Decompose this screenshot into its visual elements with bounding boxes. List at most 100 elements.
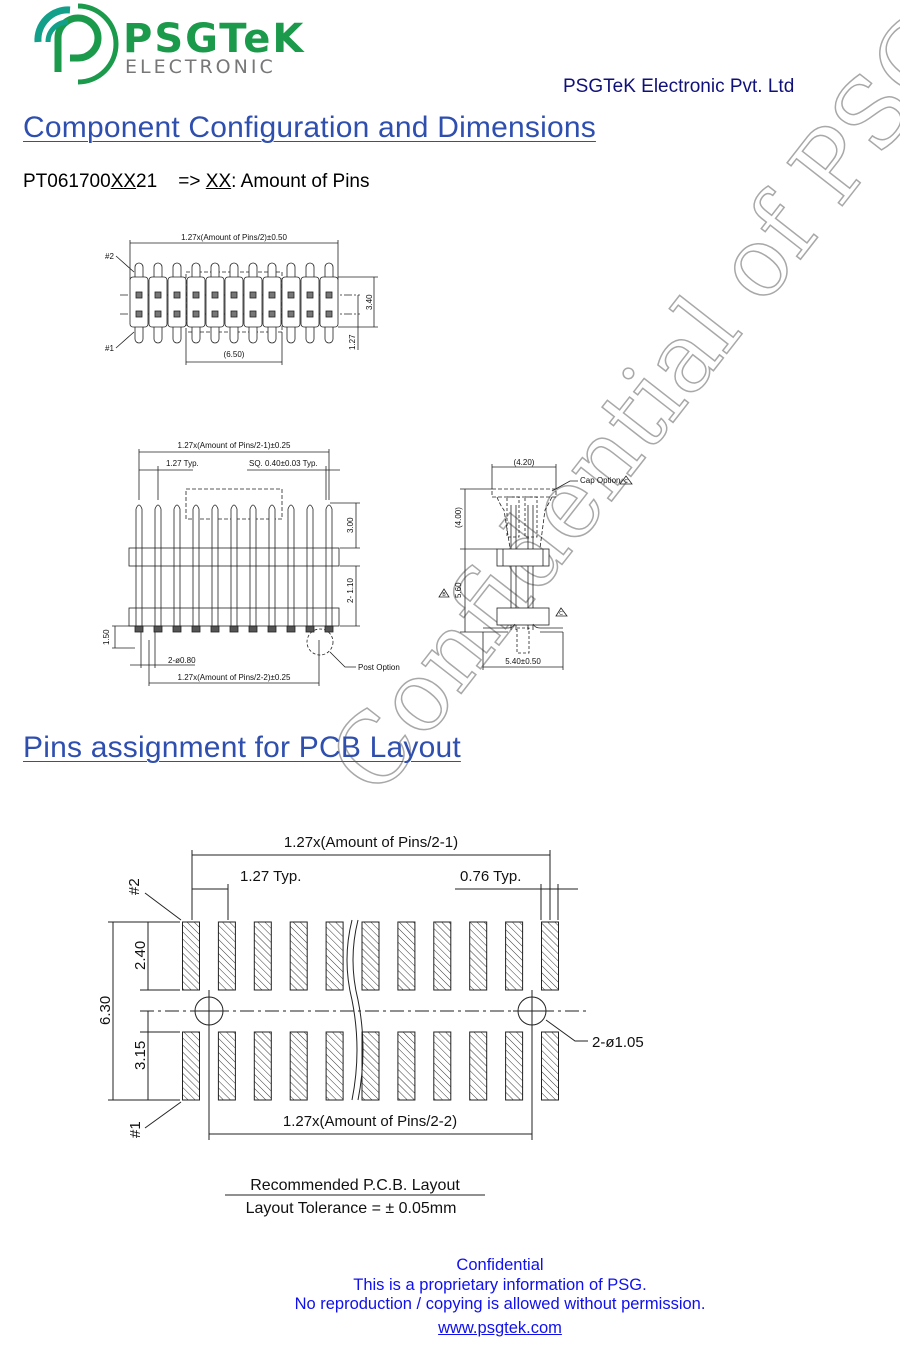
part-prefix: PT061700 (23, 171, 111, 192)
top-pin-square (287, 310, 295, 318)
top-body-segment (243, 276, 263, 328)
front-view-drawing: 1.27x(Amount of Pins/2-1)±0.251.27 Typ.S… (102, 441, 400, 686)
front-post-dia-dim: 2-ø0.80 (168, 656, 196, 665)
pcb-row-offset-dim: 3.15 (132, 1041, 149, 1070)
front-post-span-dim: 1.27x(Amount of Pins/2-2)±0.25 (178, 673, 291, 682)
front-pin-foot (134, 625, 144, 633)
front-pin-foot (210, 625, 220, 633)
cap-option-label: Cap Option (580, 476, 620, 485)
top-body-segment (148, 276, 168, 328)
top-pin-square (211, 310, 219, 318)
pcb-pad-top (182, 921, 200, 991)
pcb-pad-bottom (469, 1031, 488, 1101)
front-pin-foot (248, 625, 258, 633)
front-pin-foot (286, 625, 296, 633)
top-pin-square (249, 310, 257, 318)
pcb-pad-bottom (325, 1031, 344, 1101)
front-pin-foot (191, 625, 201, 633)
pcb-caption-title: Recommended P.C.B. Layout (250, 1177, 460, 1194)
top-body-segment (224, 276, 244, 328)
pcb-pad-top (217, 921, 236, 991)
top-pin-square (230, 310, 238, 318)
front-pin (306, 504, 314, 630)
pcb-pad-top (361, 921, 380, 991)
footer-proprietary: This is a proprietary information of PSG… (353, 1275, 647, 1294)
pcb-pad-bottom (253, 1031, 272, 1101)
front-upper-insulator (128, 547, 340, 567)
top-pitch-dim: 1.27 (348, 334, 357, 350)
front-post-len-dim: 1.50 (102, 629, 111, 645)
front-pin (230, 504, 238, 630)
front-pin-foot (229, 625, 239, 633)
pcb-hole-span-dim: 1.27x(Amount of Pins/2-2) (283, 1113, 457, 1130)
front-pin (249, 504, 257, 630)
pcb-pad-bottom (182, 1031, 200, 1101)
front-tip-dim: 3.00 (346, 517, 355, 533)
website-link[interactable]: www.psgtek.com (438, 1318, 562, 1337)
pcb-pad-bottom (505, 1031, 524, 1101)
front-pin (173, 504, 181, 630)
front-pin (135, 504, 143, 630)
top-body-segment (281, 276, 301, 328)
pcb-pad-width-label: 0.76 Typ. (460, 868, 521, 885)
top-body-segment (300, 276, 320, 328)
side-view-drawing: (4.20) Cap Option C (4.00) 5.60 B C 5.40… (438, 458, 633, 670)
pcb-pad-top (253, 921, 272, 991)
pcb-width-dim: 1.27x(Amount of Pins/2-1) (284, 834, 458, 851)
pcb-layout-drawing: 1.27x(Amount of Pins/2-1) 1.27 Typ. 0.76… (97, 834, 644, 1217)
top-body-segment (167, 276, 187, 328)
front-pin-foot (324, 625, 334, 633)
top-pin-square (325, 291, 333, 299)
logo-sub-text: ELECTRONIC (125, 56, 276, 78)
front-pin-foot (305, 625, 315, 633)
side-cap-height-dim: (4.00) (454, 507, 463, 528)
xx-label: XX (205, 171, 232, 192)
top-pin-square (173, 310, 181, 318)
top-view-drawing: 1.27x(Amount of Pins/2)±0.50#2#13.401.27… (105, 233, 378, 365)
footer-no-reproduction: No reproduction / copying is allowed wit… (294, 1295, 706, 1313)
pcb-pad-top (469, 921, 488, 991)
top-pin-square (306, 310, 314, 318)
front-pin (192, 504, 200, 630)
top-height-dim: 3.40 (365, 294, 374, 310)
side-base-width-dim: 5.40±0.50 (505, 657, 541, 666)
top-pin-square (287, 291, 295, 299)
front-pin (268, 504, 276, 630)
front-pin (287, 504, 295, 630)
side-cap-width-dim: (4.20) (514, 458, 535, 467)
top-pin-square (173, 291, 181, 299)
pcb-caption-tolerance: Layout Tolerance = ± 0.05mm (246, 1200, 457, 1217)
top-body-segment (205, 276, 225, 328)
top-body-segment (262, 276, 282, 328)
top-pin-square (135, 310, 143, 318)
top-width-dim: 1.27x(Amount of Pins/2)±0.50 (181, 233, 287, 242)
footer: Confidential This is a proprietary infor… (0, 1256, 900, 1338)
pcb-pad-top (433, 921, 452, 991)
top-body-segment (319, 276, 339, 328)
top-cap-dim: (6.50) (224, 350, 245, 359)
pcb-pad-top (541, 921, 559, 991)
pcb-total-height-dim: 6.30 (97, 996, 114, 1025)
pcb-pitch-label: 1.27 Typ. (240, 868, 301, 885)
top-pin-square (154, 291, 162, 299)
front-lower-insulator (128, 607, 340, 627)
front-pitch-label: 1.27 Typ. (166, 459, 199, 468)
top-pin-square (249, 291, 257, 299)
part-xx: XX (110, 171, 137, 192)
top-pin-square (154, 310, 162, 318)
arrow: => (157, 171, 206, 192)
front-pin (325, 504, 333, 630)
top-pin2-label: #2 (105, 252, 114, 261)
top-pin-square (325, 310, 333, 318)
pcb-pad-top (505, 921, 524, 991)
pcb-pad-bottom (541, 1031, 559, 1101)
front-sq-label: SQ. 0.40±0.03 Typ. (249, 459, 318, 468)
front-pin (154, 504, 162, 630)
note-b-marker: B (442, 592, 446, 598)
footer-confidential: Confidential (456, 1256, 544, 1274)
pcb-pad-bottom (397, 1031, 416, 1101)
section-heading-pcb: Pins assignment for PCB Layout (23, 731, 461, 764)
pcb-pad-height-dim: 2.40 (132, 941, 149, 970)
pcb-holes-dim: 2-ø1.05 (592, 1034, 644, 1051)
front-pin-foot (267, 625, 277, 633)
